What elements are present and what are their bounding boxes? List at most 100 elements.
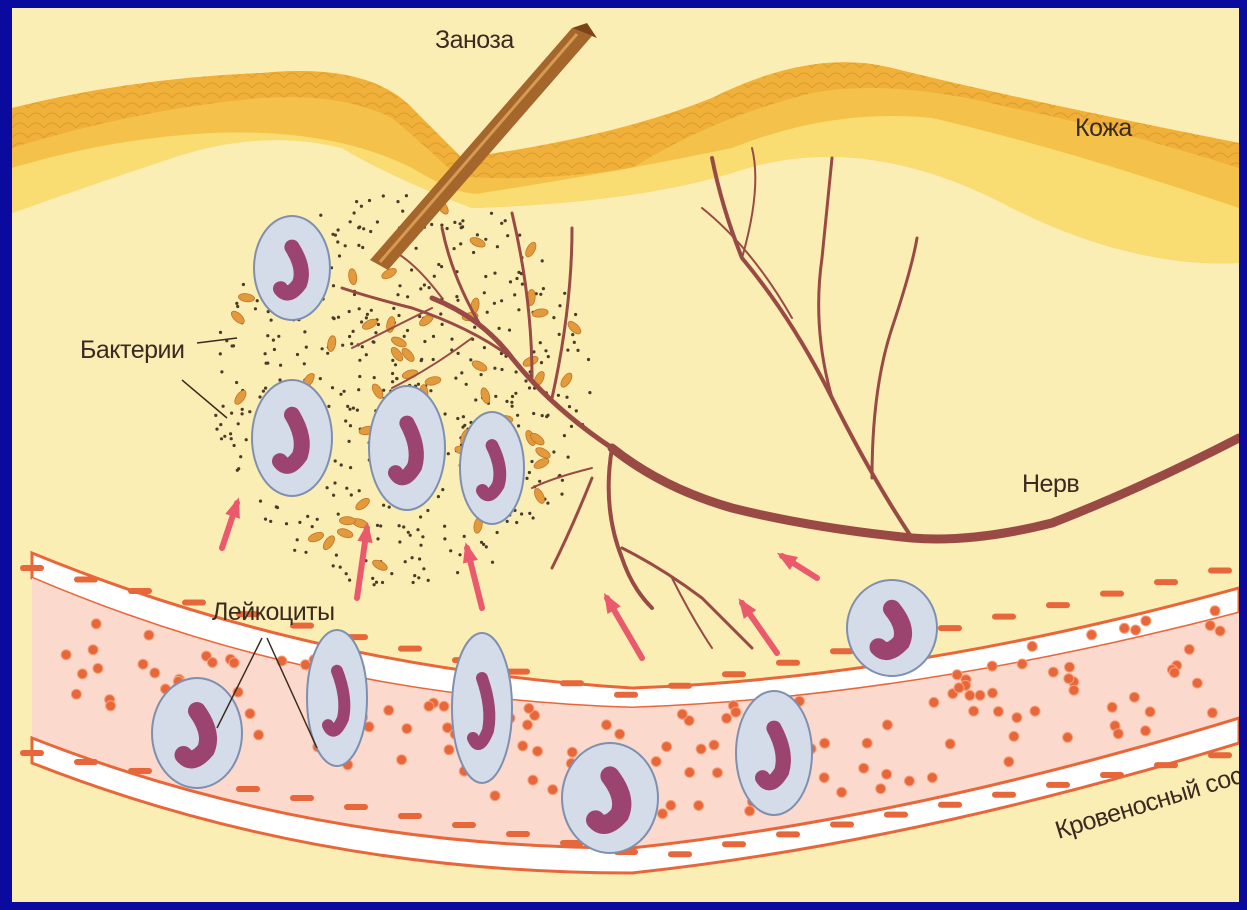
bacterium-dot xyxy=(264,387,267,390)
bacterium-dot xyxy=(348,408,351,411)
bacterium-dot xyxy=(264,518,267,521)
bacterium-rod xyxy=(524,241,539,259)
red-blood-cell xyxy=(1064,674,1074,684)
red-blood-cell xyxy=(1009,731,1019,741)
red-blood-cell xyxy=(696,744,706,754)
red-blood-cell xyxy=(954,683,964,693)
endothelial-nucleus xyxy=(1100,772,1124,778)
bacterium-dot xyxy=(443,537,446,540)
endothelial-nucleus xyxy=(182,600,206,606)
bacterium-dot xyxy=(463,424,466,427)
bacterium-dot xyxy=(296,353,299,356)
bacterium-rod xyxy=(238,293,255,303)
bacterium-dot xyxy=(368,199,371,202)
bacterium-dot xyxy=(401,210,404,213)
bacterium-dot xyxy=(532,516,535,519)
endothelial-nucleus xyxy=(74,759,98,765)
bacterium-dot xyxy=(358,307,361,310)
red-blood-cell xyxy=(229,658,239,668)
bacterium-dot xyxy=(279,364,282,367)
red-blood-cell xyxy=(988,688,998,698)
red-blood-cell xyxy=(444,745,454,755)
bacterium-dot xyxy=(517,424,520,427)
bacterium-rod xyxy=(229,309,246,326)
nerve-branch xyxy=(532,468,592,488)
red-blood-cell xyxy=(820,738,830,748)
bacterium-rod xyxy=(371,558,389,572)
bacterium-dot xyxy=(321,347,324,350)
bacterium-dot xyxy=(560,493,563,496)
bacterium-dot xyxy=(541,259,544,262)
bacterium-dot xyxy=(546,414,549,417)
bacterium-dot xyxy=(528,512,531,515)
bacterium-dot xyxy=(262,390,265,393)
red-blood-cell xyxy=(1069,685,1079,695)
arrow-head xyxy=(225,497,240,518)
bacterium-dot xyxy=(444,412,447,415)
bacterium-dot xyxy=(552,316,555,319)
red-blood-cell xyxy=(987,661,997,671)
bacterium-dot xyxy=(437,495,440,498)
bacterium-dot xyxy=(547,355,550,358)
bacterium-rod xyxy=(534,445,552,460)
bacterium-rod xyxy=(471,359,489,373)
red-blood-cell xyxy=(615,729,625,739)
bacterium-dot xyxy=(544,349,547,352)
bacterium-dot xyxy=(461,219,464,222)
bacterium-dot xyxy=(474,398,477,401)
endothelial-nucleus xyxy=(1046,602,1070,608)
bacterium-dot xyxy=(404,560,407,563)
bacterium-rod xyxy=(532,308,549,318)
bacterium-dot xyxy=(453,247,456,250)
bacterium-dot xyxy=(396,293,399,296)
bacterium-dot xyxy=(515,277,518,280)
bacterium-dot xyxy=(376,537,379,540)
bacterium-dot xyxy=(410,268,413,271)
bacterium-dot xyxy=(365,353,368,356)
bacterium-dot xyxy=(345,572,348,575)
bacterium-dot xyxy=(421,535,424,538)
leukocyte xyxy=(369,386,445,510)
endothelial-nucleus xyxy=(668,683,692,689)
red-blood-cell xyxy=(904,776,914,786)
bacterium-dot xyxy=(339,393,342,396)
bacterium-dot xyxy=(272,339,275,342)
bacterium-rod xyxy=(532,487,546,505)
nerve-branch xyxy=(552,478,592,568)
red-blood-cell xyxy=(61,650,71,660)
bacterium-dot xyxy=(348,579,351,582)
bacterium-dot xyxy=(332,494,335,497)
red-blood-cell xyxy=(709,740,719,750)
bacterium-dot xyxy=(214,414,217,417)
endothelial-nucleus xyxy=(1154,762,1178,768)
bacterium-dot xyxy=(349,466,352,469)
bacterium-dot xyxy=(428,286,431,289)
bacterium-dot xyxy=(504,219,507,222)
endothelial-nucleus xyxy=(1154,579,1178,585)
bacterium-dot xyxy=(407,531,410,534)
bacterium-dot xyxy=(394,363,397,366)
bacterium-dot xyxy=(476,233,479,236)
bacterium-dot xyxy=(506,234,509,237)
bacterium-dot xyxy=(419,287,422,290)
bacterium-dot xyxy=(541,414,544,417)
bacterium-dot xyxy=(230,437,233,440)
bacterium-dot xyxy=(361,345,364,348)
bacterium-dot xyxy=(437,263,440,266)
bacterium-dot xyxy=(219,352,222,355)
bacterium-dot xyxy=(528,471,531,474)
bacterium-dot xyxy=(357,226,360,229)
red-blood-cell xyxy=(882,720,892,730)
bacterium-dot xyxy=(215,428,218,431)
endothelial-nucleus xyxy=(614,692,638,698)
bacterium-dot xyxy=(588,391,591,394)
bacterium-dot xyxy=(303,362,306,365)
red-blood-cell xyxy=(1048,667,1058,677)
bacterium-dot xyxy=(486,311,489,314)
bacterium-dot xyxy=(454,377,457,380)
red-blood-cell xyxy=(945,739,955,749)
red-blood-cell xyxy=(1063,732,1073,742)
bacterium-dot xyxy=(485,545,488,548)
bacterium-dot xyxy=(348,335,351,338)
endothelial-nucleus xyxy=(830,822,854,828)
